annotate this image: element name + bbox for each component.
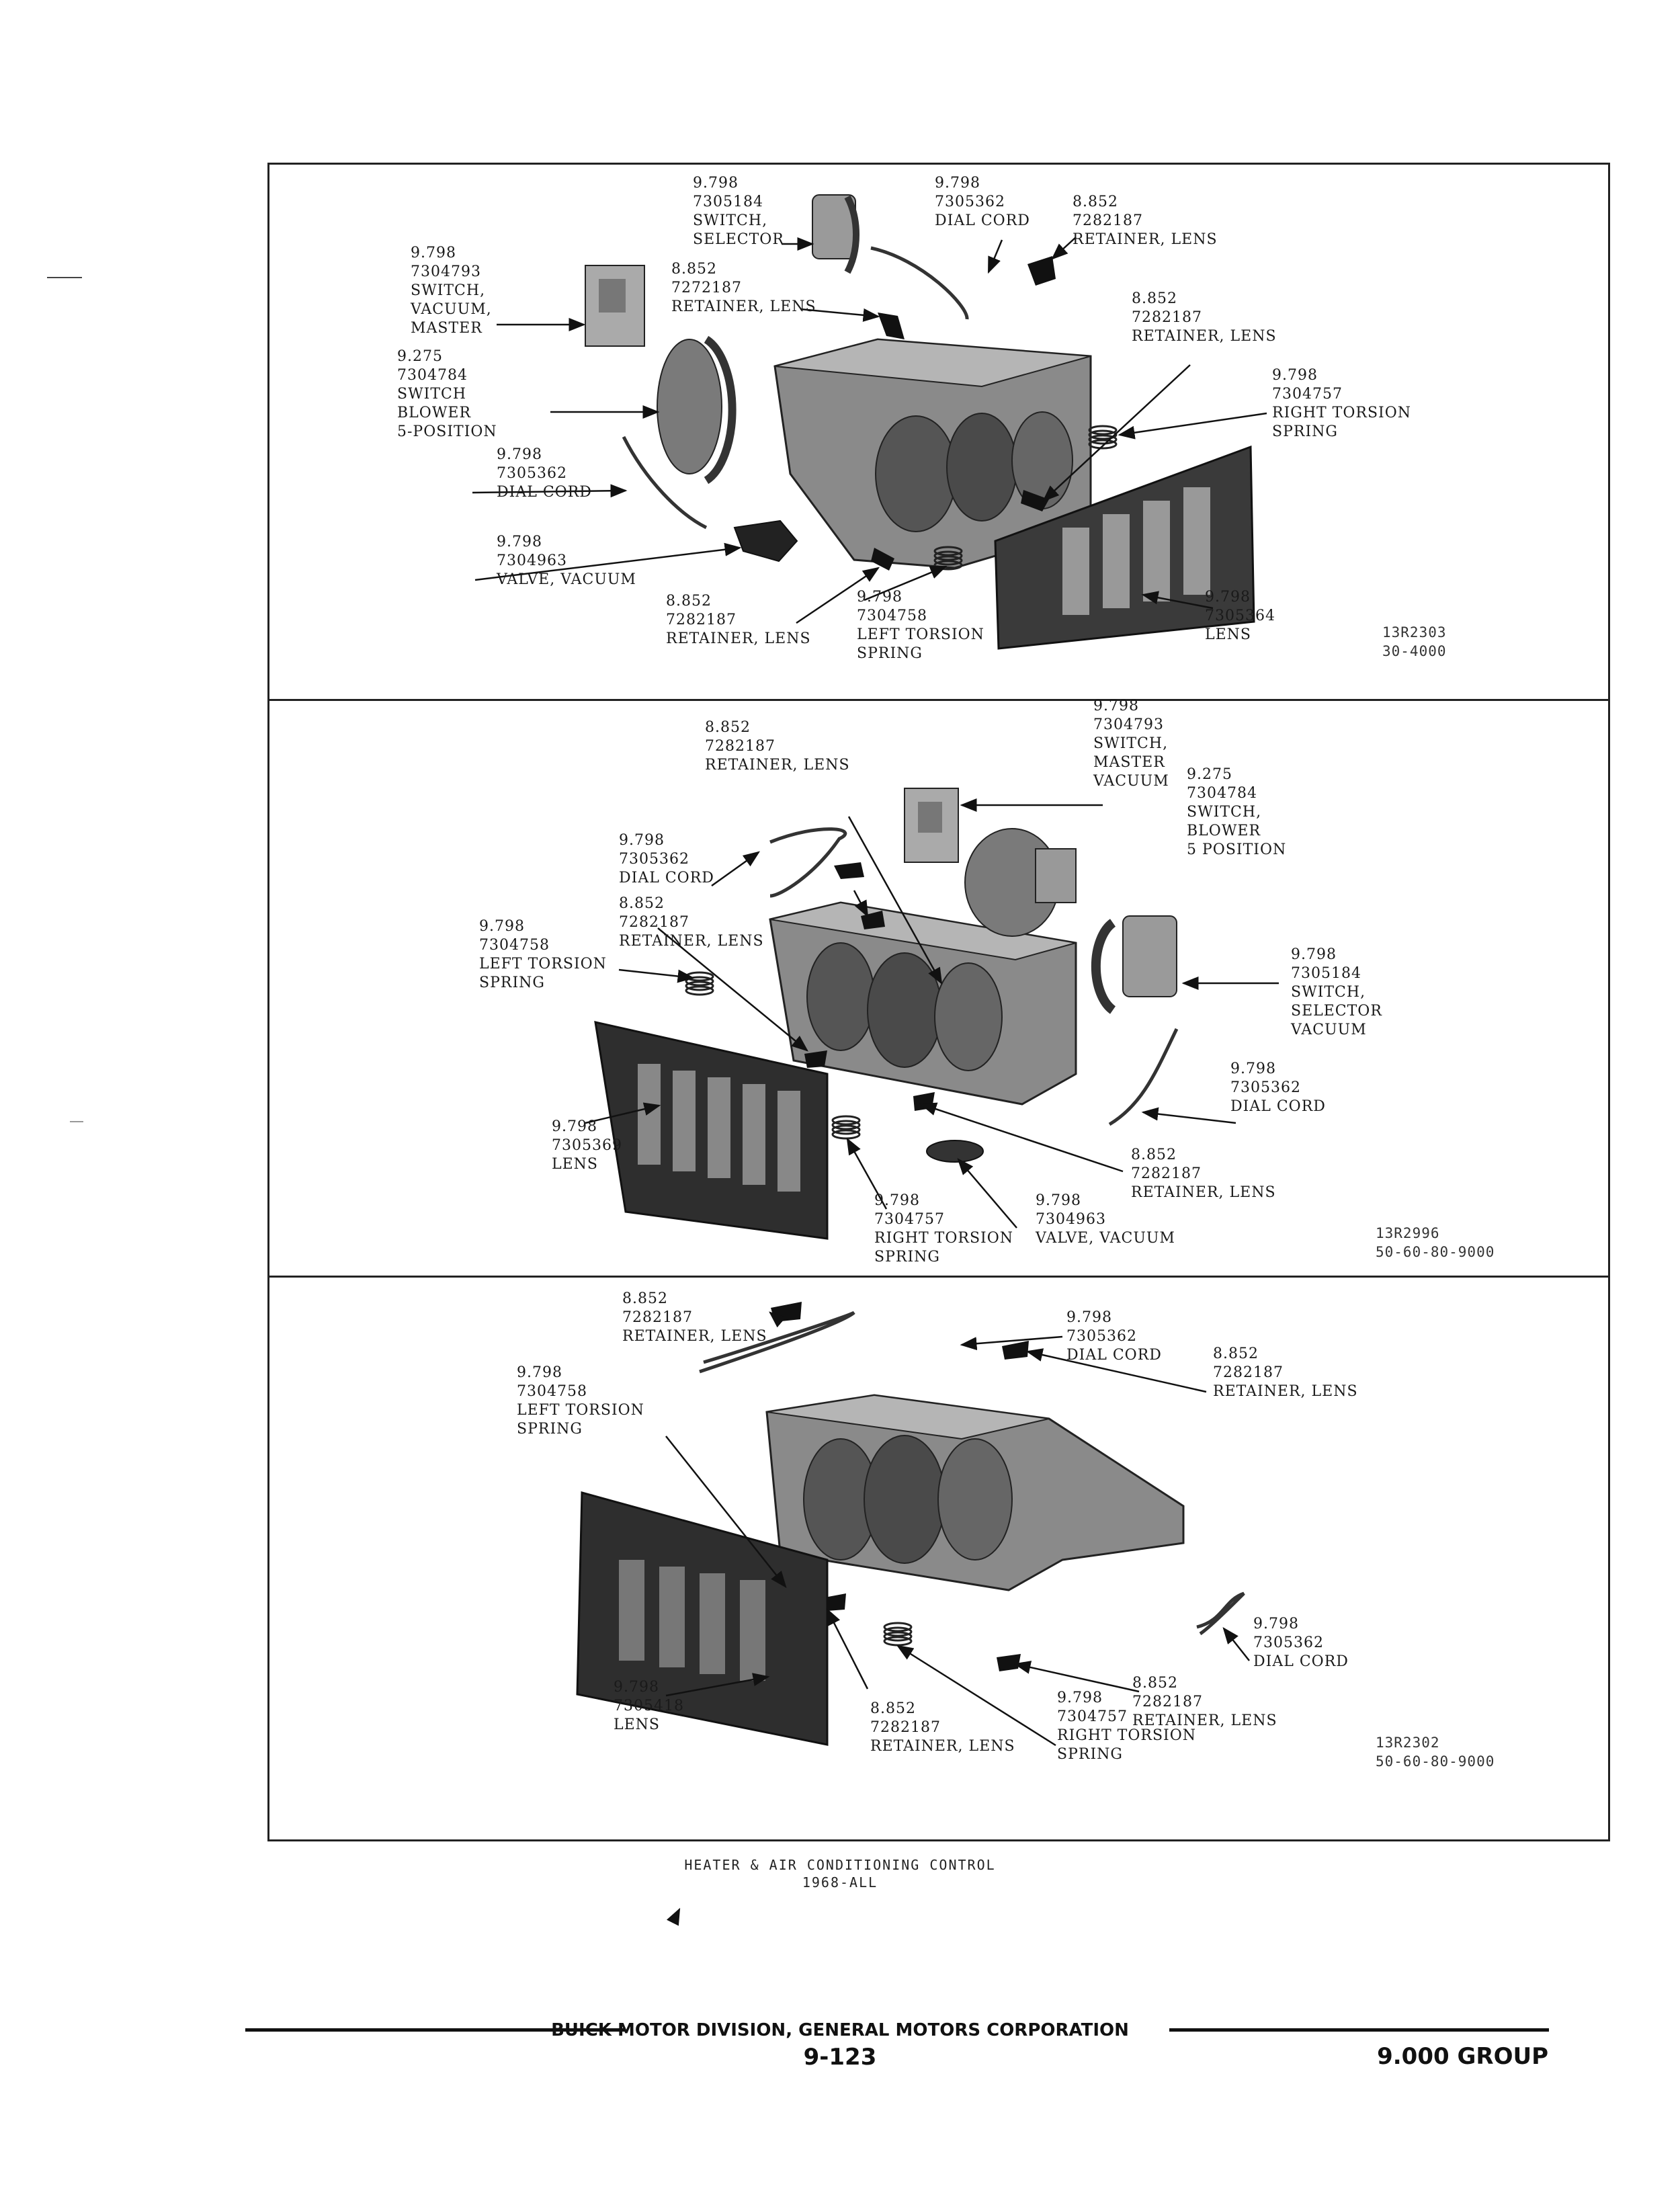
footer-rule-left xyxy=(245,2028,625,2032)
right-torsion-spring xyxy=(883,1622,913,1647)
lens-retainer xyxy=(878,313,905,339)
dial-cord xyxy=(769,827,847,898)
page-number: 9-123 xyxy=(803,2044,877,2071)
left-torsion-spring xyxy=(933,546,963,571)
margin-mark xyxy=(70,1121,83,1122)
lens-retainer xyxy=(997,1654,1021,1671)
vacuum-valve xyxy=(733,519,798,563)
group-label: 9.000 GROUP xyxy=(1377,2043,1548,2070)
leader-lines xyxy=(665,1311,1250,1926)
lens-retainer xyxy=(825,1593,846,1611)
lens-retainer xyxy=(871,548,894,571)
control-housing xyxy=(773,338,1092,569)
lens-retainer xyxy=(1002,1341,1029,1360)
right-torsion-spring xyxy=(1088,425,1118,450)
right-torsion-spring xyxy=(831,1115,861,1140)
footer: BUICK MOTOR DIVISION, GENERAL MOTORS COR… xyxy=(0,2019,1680,2073)
control-housing xyxy=(765,1394,1185,1591)
dial-cord xyxy=(1108,1028,1179,1126)
lens-retainer xyxy=(1027,256,1056,286)
lens-retainer xyxy=(804,1050,827,1068)
left-torsion-spring xyxy=(685,971,714,996)
selector-switch xyxy=(1091,915,1177,1014)
leader-lines xyxy=(472,237,1267,624)
exploded-view-1 xyxy=(472,194,1267,650)
exploded-view-2 xyxy=(585,788,1279,1240)
master-vacuum-switch xyxy=(904,788,959,863)
vacuum-valve xyxy=(926,1140,984,1163)
footer-rule-right xyxy=(1169,2028,1549,2032)
lens-panel xyxy=(594,1021,829,1240)
division-name: BUICK MOTOR DIVISION, GENERAL MOTORS COR… xyxy=(551,2020,1129,2040)
selector-switch xyxy=(812,194,860,274)
leader-lines xyxy=(585,798,1279,1229)
dial-cord xyxy=(1196,1591,1245,1636)
lens-retainer xyxy=(1021,490,1049,511)
blower-switch xyxy=(657,335,737,485)
dial-cord xyxy=(870,246,969,320)
lens-panel xyxy=(994,445,1255,650)
exploded-view-3 xyxy=(576,1302,1250,1926)
margin-mark xyxy=(47,277,82,278)
blower-switch xyxy=(964,828,1077,937)
control-housing xyxy=(769,901,1077,1106)
lens-retainer xyxy=(771,1302,802,1322)
figure-caption: HEATER & AIR CONDITIONING CONTROL 1968-A… xyxy=(684,1857,996,1890)
dial-cord xyxy=(622,435,708,530)
master-vacuum-switch xyxy=(585,265,645,347)
dial-cord xyxy=(699,1311,855,1374)
lens-retainer xyxy=(834,862,864,879)
